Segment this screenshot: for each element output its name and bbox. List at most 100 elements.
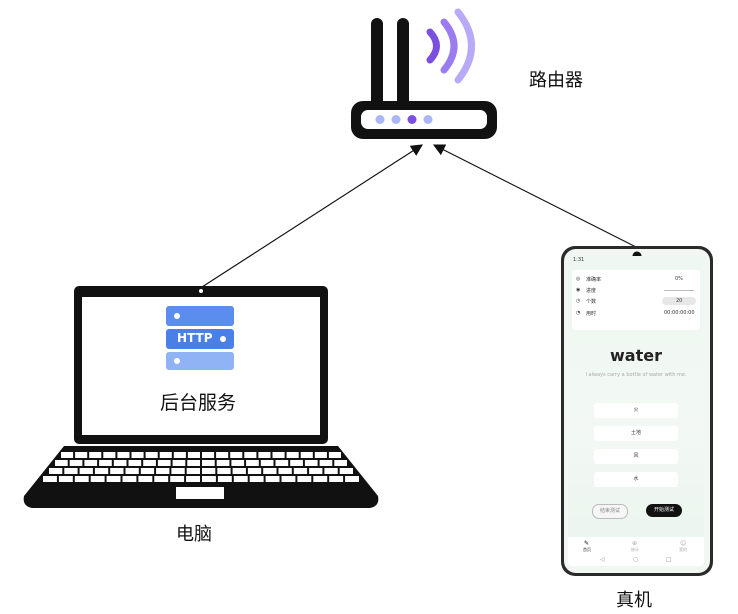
stats-card: ◎ 准确率 0% ◉ 进度 ◷ 个数 20 ◔ 用时 00:00:00:00	[572, 270, 700, 330]
keyboard-key	[106, 476, 121, 482]
keyboard-key	[249, 476, 264, 482]
keyboard-key	[244, 452, 257, 458]
keyboard-key	[293, 468, 308, 474]
keyboard-key	[186, 476, 200, 482]
nav-profile[interactable]: 我的	[679, 547, 687, 552]
keyboard-key	[258, 452, 271, 458]
keyboard-key	[117, 452, 130, 458]
stat-progress-label: 进度	[586, 288, 597, 294]
keyboard-key	[265, 476, 280, 482]
keyboard-key	[154, 476, 169, 482]
option-3[interactable]: 风	[594, 449, 678, 464]
keyboard-key	[263, 468, 277, 474]
keyboard-key	[247, 468, 262, 474]
stat-time-value: 00:00:00:00	[664, 310, 695, 316]
keyboard-key	[329, 476, 344, 482]
keyboard-key	[202, 468, 216, 474]
keyboard-key	[156, 468, 170, 474]
keyboard-key	[290, 460, 303, 466]
stat-count-icon: ◷	[576, 298, 581, 304]
keyboard-key	[272, 452, 285, 458]
keyboard-key	[231, 460, 245, 466]
keyboard-key	[170, 476, 185, 482]
option-1[interactable]: 火	[594, 403, 678, 418]
keyboard-key	[232, 468, 246, 474]
phone-label: 真机	[616, 590, 652, 611]
keyboard-key	[187, 460, 200, 466]
keyboard-key	[216, 452, 229, 458]
keyboard-key	[186, 468, 200, 474]
arrow-phone-to-router	[432, 144, 639, 249]
nav-home[interactable]: 首页	[583, 547, 591, 552]
router-icon	[351, 8, 497, 139]
option-4[interactable]: 水	[594, 472, 678, 487]
arrow-computer-to-router	[201, 144, 424, 288]
nav-stats[interactable]: 统计	[631, 547, 639, 552]
keyboard-key	[230, 452, 243, 458]
keyboard-key	[304, 460, 318, 466]
keyboard-key	[286, 452, 299, 458]
keyboard-key	[157, 460, 171, 466]
keyboard-key	[64, 468, 78, 474]
progress-bar	[664, 290, 694, 291]
keyboard-key	[216, 460, 230, 466]
nav-profile-icon: ☺	[680, 540, 687, 547]
stat-progress-icon: ◉	[576, 287, 581, 293]
keyboard-key	[339, 468, 353, 474]
system-home-icon[interactable]: ○	[633, 556, 639, 563]
router-label: 路由器	[529, 70, 583, 91]
keyboard-key	[128, 460, 142, 466]
keyboard-key	[260, 460, 274, 466]
keyboard-key	[217, 476, 232, 482]
stat-accuracy-value: 0%	[675, 276, 683, 282]
computer-label: 电脑	[176, 524, 212, 545]
keyboard-key	[138, 476, 153, 482]
keyboard-key	[187, 452, 200, 458]
keyboard-key	[217, 468, 231, 474]
keyboard-key	[84, 460, 98, 466]
option-2[interactable]: 土地	[594, 426, 678, 441]
keyboard-key	[319, 460, 333, 466]
keyboard-key	[309, 468, 323, 474]
keyboard-key	[110, 468, 124, 474]
nav-stats-icon: ⊕	[632, 540, 638, 547]
keyboard-key	[173, 452, 186, 458]
keyboard-key	[345, 476, 359, 482]
phone-app-screen: 1:31 ◎ 准确率 0% ◉ 进度 ◷ 个数 20 ◔ 用时 00:00:00…	[568, 256, 704, 566]
keyboard-key	[43, 476, 57, 482]
keyboard-key	[328, 452, 341, 458]
quiz-word: water	[610, 346, 662, 365]
status-time: 1:31	[573, 257, 585, 263]
keyboard-key	[69, 460, 83, 466]
start-test-button[interactable]: 开始测试	[646, 504, 682, 517]
keyboard-key	[278, 468, 292, 474]
keyboard-key	[334, 460, 347, 466]
keyboard-key	[171, 468, 185, 474]
keyboard-key	[94, 468, 109, 474]
keyboard-key	[131, 452, 144, 458]
keyboard-key	[74, 476, 89, 482]
stat-time-icon: ◔	[576, 310, 581, 316]
keyboard-key	[202, 460, 215, 466]
keyboard-key	[75, 452, 88, 458]
keyboard-key	[61, 452, 74, 458]
keyboard-key	[79, 468, 93, 474]
keyboard-key	[324, 468, 338, 474]
bottom-nav: ✎ 首页 ⊕ 统计 ☺ 我的 ◁ ○ □	[568, 537, 704, 566]
system-recent-icon[interactable]: □	[666, 556, 672, 563]
keyboard-key	[233, 476, 248, 482]
keyboard-key	[313, 476, 328, 482]
keyboard-key	[143, 460, 156, 466]
keyboard-key	[55, 460, 68, 466]
keyboard-key	[202, 452, 215, 458]
keyboard-key	[125, 468, 139, 474]
count-pill	[662, 297, 696, 305]
stat-count-value: 20	[676, 298, 683, 304]
stat-count-label: 个数	[586, 299, 597, 305]
keyboard-key	[103, 452, 116, 458]
system-back-icon[interactable]: ◁	[600, 556, 605, 563]
http-server-icon	[166, 306, 234, 370]
keyboard-key	[314, 452, 327, 458]
end-test-button[interactable]: 结束测试	[592, 504, 628, 519]
stat-accuracy-label: 准确率	[586, 277, 602, 283]
